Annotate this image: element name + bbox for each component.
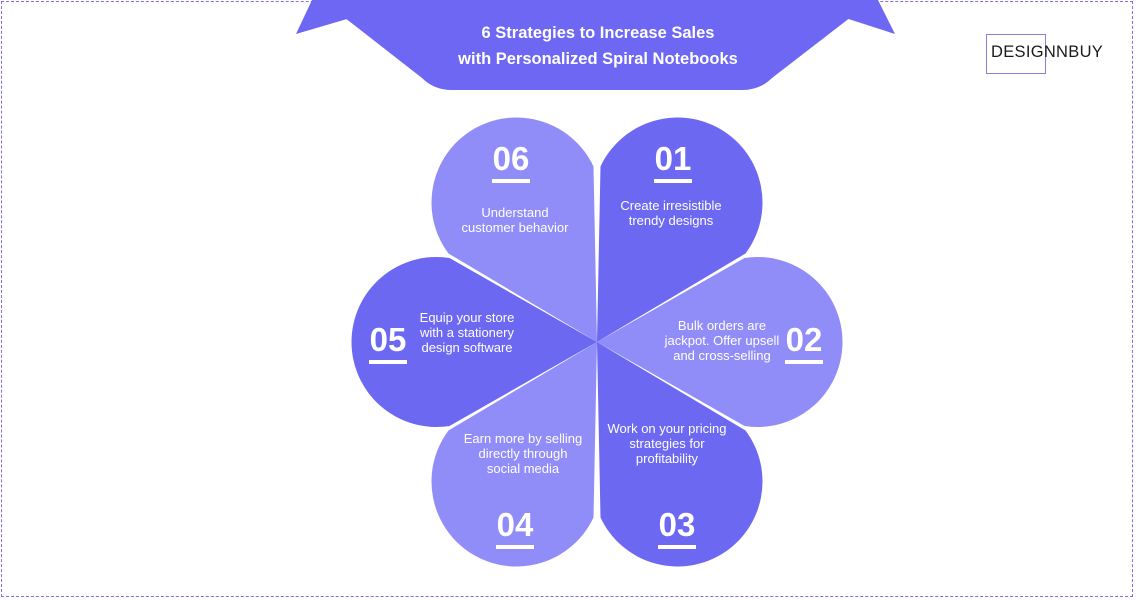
petal-02 xyxy=(597,257,843,427)
strategy-04-text: Earn more by selling directly through so… xyxy=(463,431,583,476)
page-title: 6 Strategies to Increase Sales with Pers… xyxy=(398,20,798,72)
strategy-03-number: 03 xyxy=(617,507,737,549)
strategy-02-text: Bulk orders are jackpot. Offer upsell an… xyxy=(664,318,780,363)
strategy-06-number: 06 xyxy=(451,141,571,183)
strategy-04-number: 04 xyxy=(455,507,575,549)
title-banner: 6 Strategies to Increase Sales with Pers… xyxy=(0,0,1136,100)
strategy-01-number: 01 xyxy=(613,141,733,183)
page-title-line-1: 6 Strategies to Increase Sales xyxy=(481,24,715,42)
strategy-02-number: 02 xyxy=(744,322,864,364)
strategy-03-text: Work on your pricing strategies for prof… xyxy=(607,421,727,466)
strategy-01-text: Create irresistible trendy designs xyxy=(620,198,722,228)
brand-logo: DESIGNNBUY xyxy=(986,34,1116,74)
strategy-06-text: Understand customer behavior xyxy=(461,205,569,235)
petal-05 xyxy=(351,257,597,427)
strategy-05-text: Equip your store with a stationery desig… xyxy=(419,310,515,355)
page-title-line-2: with Personalized Spiral Notebooks xyxy=(458,50,738,68)
banner-body xyxy=(322,0,873,90)
logo-box xyxy=(986,34,1046,74)
banner-shape xyxy=(296,0,895,90)
strategy-05-number: 05 xyxy=(328,322,448,364)
logo-text: DESIGNNBUY xyxy=(991,43,1104,61)
